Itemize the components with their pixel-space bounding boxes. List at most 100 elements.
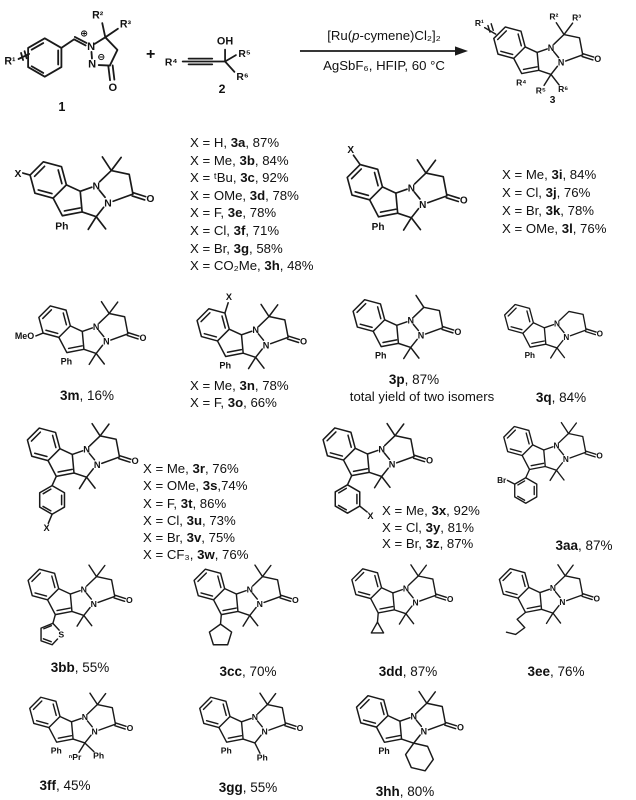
x-substituent-label: X (15, 169, 22, 180)
n-atom: N (91, 599, 97, 609)
n-plus-atom: N (87, 41, 95, 53)
x-substituent-label: X (347, 145, 354, 156)
structure-3x-3z: X N N O (322, 422, 433, 521)
n-atom: N (389, 460, 396, 470)
phenyl-label: Ph (51, 746, 62, 756)
minus-charge: ⊖ (97, 52, 105, 63)
r6-label: R⁶ (558, 84, 568, 94)
r5-label: R⁵ (238, 49, 250, 60)
p-cymene-italic-p: p (352, 28, 360, 43)
n-atom: N (252, 325, 259, 335)
scope-entry: X = Br, 3z, 87% (382, 536, 474, 551)
structure-3aa: Br N N O (497, 421, 603, 504)
n-atom: N (92, 727, 98, 737)
structure-propargyl-alcohol-2: R⁴ OH R⁵ R⁶ 2 (165, 36, 251, 96)
scope-entry: X = Br, 3g, 58% (190, 240, 283, 256)
n-atom: N (408, 183, 415, 194)
r3-label: R³ (120, 19, 132, 31)
n-propyl-label: ⁿPr (69, 752, 82, 762)
n-atom: N (554, 319, 560, 328)
scope-entry: X = OMe, 3l, 76% (502, 221, 607, 236)
n-atom: N (378, 444, 385, 454)
scope-entry: X = F, 3t, 86% (143, 495, 227, 511)
scope-entry: X = CF₃, 3w, 76% (143, 547, 249, 563)
scope-list-3n-3o: X = Me, 3n, 78% X = F, 3o, 66% (190, 378, 289, 411)
caption-3hh: 3hh, 80% (375, 784, 435, 799)
scope-entry: X = ᵗBu, 3c, 92% (190, 170, 289, 186)
n-atom: N (83, 445, 90, 455)
structure-3bb: S N N O (27, 564, 133, 646)
n-atom: N (412, 597, 418, 607)
caption-3ee: 3ee, 76% (527, 664, 585, 679)
n-atom: N (262, 727, 268, 737)
compound-2-number: 2 (219, 82, 226, 96)
conditions-below: AgSbF₆, HFIP, 60 °C (323, 58, 445, 73)
n-atom: N (104, 199, 111, 210)
scope-entry: X = Cl, 3f, 71% (190, 222, 280, 238)
r3-label: R³ (572, 12, 581, 22)
o-atom: O (597, 329, 604, 338)
r1-label: R¹ (4, 56, 16, 68)
caption-3cc: 3cc, 70% (219, 664, 277, 679)
scope-list-3i-3l: X = Me, 3i, 84% X = Cl, 3j, 76% X = Br, … (502, 166, 606, 238)
scope-entry: X = Cl, 3u, 73% (143, 512, 236, 528)
n-atom: N (550, 583, 556, 593)
reaction-arrow (300, 46, 468, 56)
phenyl-label: Ph (55, 221, 68, 232)
scope-entry: X = OMe, 3d, 78% (190, 187, 299, 203)
o-atom: O (146, 194, 154, 205)
compound-3-number: 3 (550, 95, 556, 106)
plus-charge: ⊕ (80, 28, 88, 39)
scope-entry: X = Me, 3n, 78% (190, 378, 289, 393)
structure-3ee: N N O (498, 564, 601, 636)
o-atom: O (140, 333, 147, 343)
structure-3dd: N N O (351, 564, 454, 634)
o-atom: O (300, 336, 307, 346)
o-atom: O (594, 593, 601, 603)
n-atom: N (407, 316, 414, 326)
o-atom: O (594, 54, 601, 64)
r2-label: R² (92, 10, 104, 22)
n-atom: N (548, 43, 554, 53)
scope-list-3r-3w: X = Me, 3r, 76% X = OMe, 3s,74% X = F, 3… (143, 460, 248, 564)
r2-label: R² (549, 11, 558, 21)
scope-entry: X = Br, 3v, 75% (143, 530, 236, 546)
n-atom: N (554, 442, 560, 451)
caption-3p-note: total yield of two isomers (349, 389, 495, 404)
x-substituent-label: X (226, 292, 233, 302)
n-atom: N (411, 712, 417, 722)
caption-3q: 3q, 84% (535, 390, 587, 405)
oh-label: OH (217, 36, 233, 48)
scope-entry: X = F, 3e, 78% (190, 205, 277, 221)
structure-3i-3l: X N N O Ph (346, 145, 468, 233)
caption-3aa: 3aa, 87% (555, 538, 613, 553)
o-atom: O (460, 196, 468, 207)
reaction-conditions: [Ru(p-cymene)Cl₂]₂ AgSbF₆, HFIP, 60 °C (296, 28, 472, 74)
phenyl-label: Ph (219, 361, 231, 371)
structure-3q: N N O Ph (503, 303, 604, 360)
phenyl-label: Ph (93, 750, 104, 760)
structure-3cc: N N O (193, 564, 299, 646)
n-atom: N (563, 455, 569, 464)
r4-label: R⁴ (165, 57, 178, 68)
scope-entry: X = Me, 3r, 76% (143, 461, 239, 476)
structure-3r-3w: X N N O (26, 422, 139, 533)
phenyl-label: Ph (375, 351, 387, 361)
phenyl-label: Ph (525, 351, 535, 360)
o-atom: O (131, 456, 138, 466)
r4-label: R⁴ (516, 77, 526, 87)
structure-3ff: Ph ⁿPr Ph N N O (29, 692, 134, 762)
o-atom: O (457, 723, 464, 733)
o-atom: O (596, 452, 603, 461)
phenyl-label: Ph (372, 222, 385, 233)
n-atom: N (103, 337, 109, 347)
n-atom: N (263, 340, 270, 350)
n-atom: N (81, 584, 87, 594)
caption-3p: 3p, 87% (388, 372, 440, 387)
compound-1-number: 1 (58, 100, 65, 114)
structure-3p: N N O Ph (352, 294, 461, 361)
conditions-above: [Ru(p-cymene)Cl₂]₂ (327, 28, 441, 43)
caption-3m: 3m, 16% (59, 388, 115, 403)
phenyl-label: Ph (221, 746, 232, 756)
n-atom: N (418, 331, 425, 341)
